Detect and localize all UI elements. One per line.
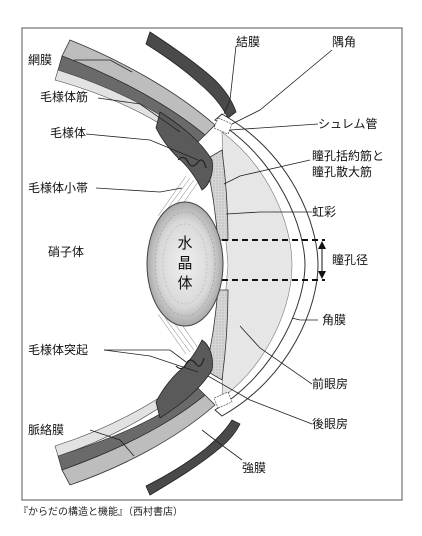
lens-label-1: 水 <box>177 234 192 252</box>
angle-label: 隅角 <box>332 35 356 49</box>
anterior-chamber-shape <box>221 131 293 399</box>
vitreous-label: 硝子体 <box>48 245 84 259</box>
iris-label: 虹彩 <box>312 205 336 219</box>
ciliary-body-lower <box>155 339 213 419</box>
ciliary-process-label: 毛様体突起 <box>28 342 88 357</box>
conjunctiva-lower <box>145 419 241 496</box>
lens-label-3: 体 <box>177 274 192 292</box>
zonule-label: 毛様体小帯 <box>28 181 88 195</box>
schlemm-label: シュレム管 <box>318 116 378 131</box>
zonule-fibres <box>157 175 199 355</box>
schlemm-canal-lower <box>213 391 233 409</box>
ciliary-processes-lower <box>175 357 205 370</box>
pupil-muscles-label-1: 瞳孔括約筋と <box>312 148 384 163</box>
cornea-shape <box>214 113 319 417</box>
ciliary-body-label: 毛様体 <box>50 126 86 140</box>
sclera-label: 強膜 <box>242 461 266 475</box>
ciliary-processes-upper <box>177 156 207 169</box>
schlemm-canal <box>213 117 233 135</box>
posterior-chamber-label: 後眼房 <box>312 416 348 431</box>
retina-label: 網膜 <box>28 53 52 67</box>
pupil-arrow-head-bottom <box>318 271 326 279</box>
choroid-label: 脈絡膜 <box>28 422 64 437</box>
lens <box>146 201 224 327</box>
lens-label-2: 晶 <box>177 254 192 272</box>
pupil-muscles-label-2: 瞳孔散大筋 <box>312 164 372 179</box>
ciliary-muscle-label: 毛様体筋 <box>40 89 88 104</box>
cornea-label: 角膜 <box>322 313 346 327</box>
leader-lines <box>74 45 333 461</box>
anterior-chamber-label: 前眼房 <box>312 376 348 391</box>
pupil-arrow-head-top <box>318 241 326 249</box>
conjunctiva-label: 結膜 <box>236 35 260 49</box>
pupil-diameter-label: 瞳孔径 <box>332 252 368 267</box>
source-caption: 『からだの構造と機能』（西村書店） <box>18 505 183 518</box>
